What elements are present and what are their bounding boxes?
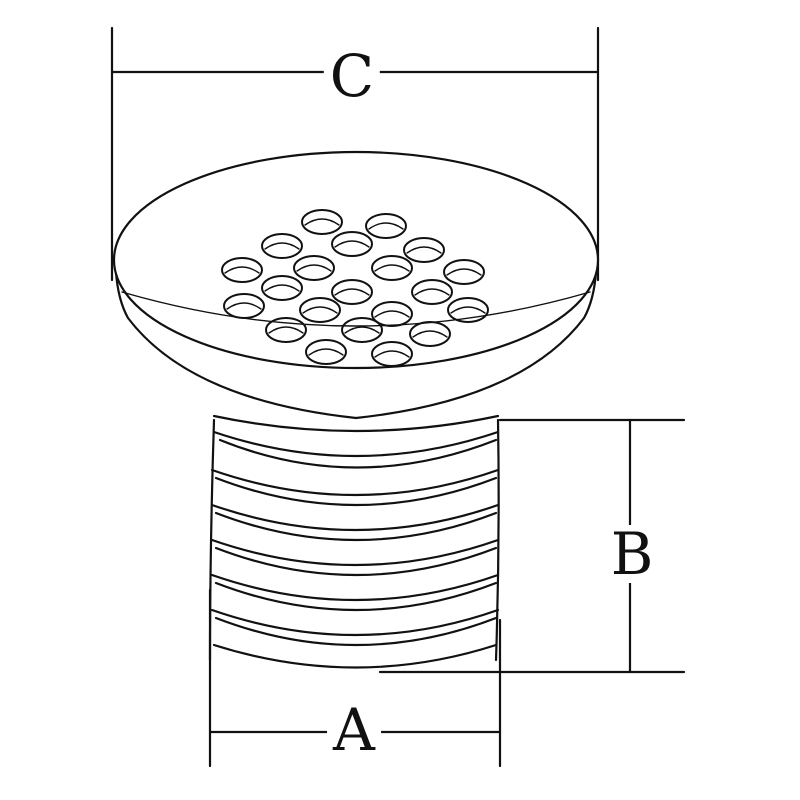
drain-hole xyxy=(331,279,373,305)
drain-hole xyxy=(265,317,307,343)
drain-hole-inner-wall xyxy=(344,326,380,334)
drain-hole xyxy=(293,255,335,281)
drain-hole xyxy=(261,275,303,301)
drain-holes xyxy=(221,209,489,367)
dimension-c-label: C xyxy=(323,47,381,105)
drain-hole-inner-wall xyxy=(334,240,370,248)
drain-hole-inner-wall xyxy=(226,302,262,310)
drain-hole xyxy=(221,257,263,283)
drain-hole-inner-wall xyxy=(374,310,410,318)
drain-hole-inner-wall xyxy=(334,288,370,296)
drain-hole-inner-wall xyxy=(224,266,260,274)
drain-hole xyxy=(299,297,341,323)
drain-hole xyxy=(371,301,413,327)
drain-hole-inner-wall xyxy=(374,264,410,272)
drain-hole xyxy=(341,317,383,343)
drain-hole xyxy=(223,293,265,319)
drain-hole xyxy=(301,209,343,235)
drain-hole-inner-wall xyxy=(446,268,482,276)
drain-hole-inner-wall xyxy=(406,246,442,254)
dimension-a-label: A xyxy=(327,701,381,759)
drain-hole-inner-wall xyxy=(414,288,450,296)
drain-hole-inner-wall xyxy=(308,348,344,356)
drain-hole xyxy=(371,255,413,281)
drain-hole-inner-wall xyxy=(264,242,300,250)
drain-hole-inner-wall xyxy=(374,350,410,358)
drain-hole xyxy=(305,339,347,365)
drain-hole xyxy=(365,213,407,239)
drain-hole xyxy=(443,259,485,285)
drain-hole-inner-wall xyxy=(304,218,340,226)
drain-hole xyxy=(409,321,451,347)
drain-hole xyxy=(447,297,489,323)
drain-hole-inner-wall xyxy=(450,306,486,314)
drain-hole-inner-wall xyxy=(296,264,332,272)
drain-hole xyxy=(403,237,445,263)
drain-hole xyxy=(411,279,453,305)
drain-hole xyxy=(261,233,303,259)
drain-hole-inner-wall xyxy=(268,326,304,334)
drain-hole-inner-wall xyxy=(412,330,448,338)
flange-cap xyxy=(112,150,600,433)
threaded-body xyxy=(208,418,500,669)
drain-hole xyxy=(331,231,373,257)
drain-hole-inner-wall xyxy=(302,306,338,314)
drain-hole-inner-wall xyxy=(264,284,300,292)
drain-hole-inner-wall xyxy=(368,222,404,230)
drain-hole xyxy=(371,341,413,367)
dimension-b-label: B xyxy=(604,525,660,583)
